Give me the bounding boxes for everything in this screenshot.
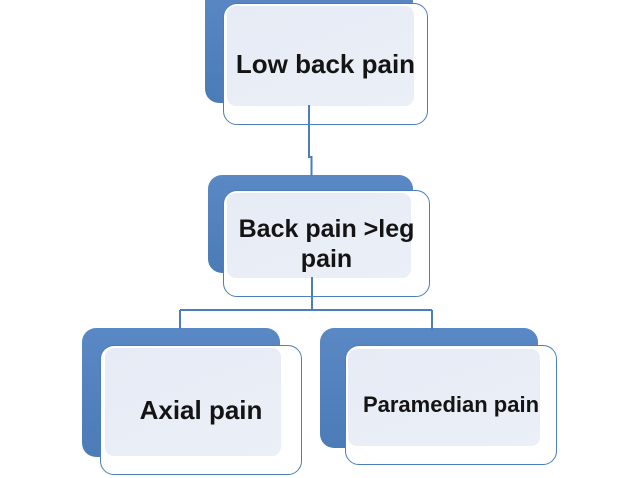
node-panel: [348, 349, 540, 446]
node-panel: [227, 193, 411, 278]
node-body: Paramedian pain: [345, 345, 557, 465]
node-label: Axial pain: [139, 394, 263, 425]
node-panel: [227, 6, 414, 106]
node-body: Axial pain: [100, 345, 302, 475]
node-panel: [105, 348, 281, 456]
node-label: Back pain >leg pain: [224, 191, 429, 296]
node-body: Low back pain: [223, 3, 428, 125]
node-label: Paramedian pain: [362, 392, 540, 417]
node-label-text: Back pain >leg pain: [238, 214, 415, 273]
node-label: Low back pain: [235, 48, 416, 79]
